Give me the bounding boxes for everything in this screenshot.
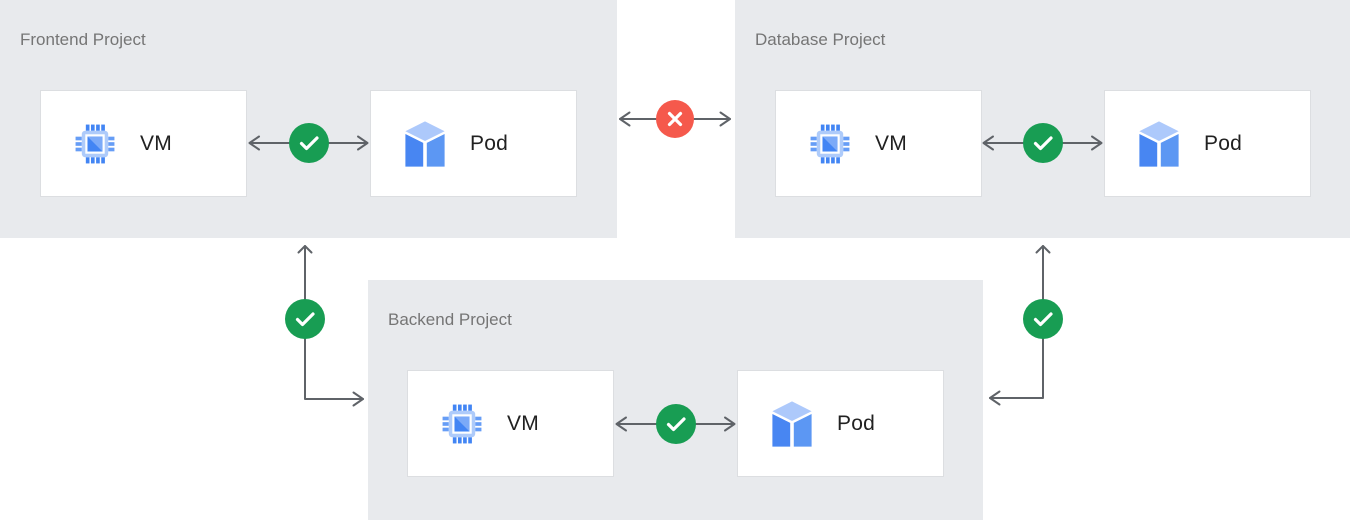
- pod-card: Pod: [370, 90, 577, 197]
- vm-card: VM: [775, 90, 982, 197]
- check-badge: [285, 299, 325, 339]
- check-badge: [1023, 299, 1063, 339]
- node-label: Pod: [470, 131, 508, 155]
- vm-card: VM: [407, 370, 614, 477]
- compute-vm-icon: [810, 124, 850, 163]
- cross-icon: [667, 111, 683, 127]
- arrowhead-right: [352, 391, 364, 407]
- check-icon: [1033, 312, 1053, 327]
- node-label: Pod: [837, 411, 875, 435]
- pod-cube-icon: [405, 120, 445, 167]
- project-title: Frontend Project: [20, 30, 146, 49]
- node-label: VM: [140, 131, 172, 155]
- vm-card: VM: [40, 90, 247, 197]
- connection-frontend-backend: [285, 245, 364, 407]
- connection-frontend-database: [619, 100, 731, 138]
- pod-card: Pod: [1104, 90, 1311, 197]
- check-icon: [295, 312, 315, 327]
- pod-cube-icon: [1139, 120, 1179, 167]
- node-label: Pod: [1204, 131, 1242, 155]
- arrowhead-up: [297, 245, 313, 254]
- cross-badge: [656, 100, 694, 138]
- compute-vm-icon: [442, 404, 482, 443]
- pod-cube-icon: [772, 400, 812, 447]
- arrowhead-up: [1035, 245, 1051, 254]
- node-label: VM: [875, 131, 907, 155]
- node-label: VM: [507, 411, 539, 435]
- arrowhead-left: [619, 111, 631, 127]
- project-title: Database Project: [755, 30, 886, 49]
- connection-backend-database: [989, 245, 1063, 406]
- project-title: Backend Project: [388, 310, 512, 329]
- arrowhead-right: [719, 111, 731, 127]
- arrowhead-left: [989, 390, 1001, 406]
- pod-card: Pod: [737, 370, 944, 477]
- compute-vm-icon: [75, 124, 115, 163]
